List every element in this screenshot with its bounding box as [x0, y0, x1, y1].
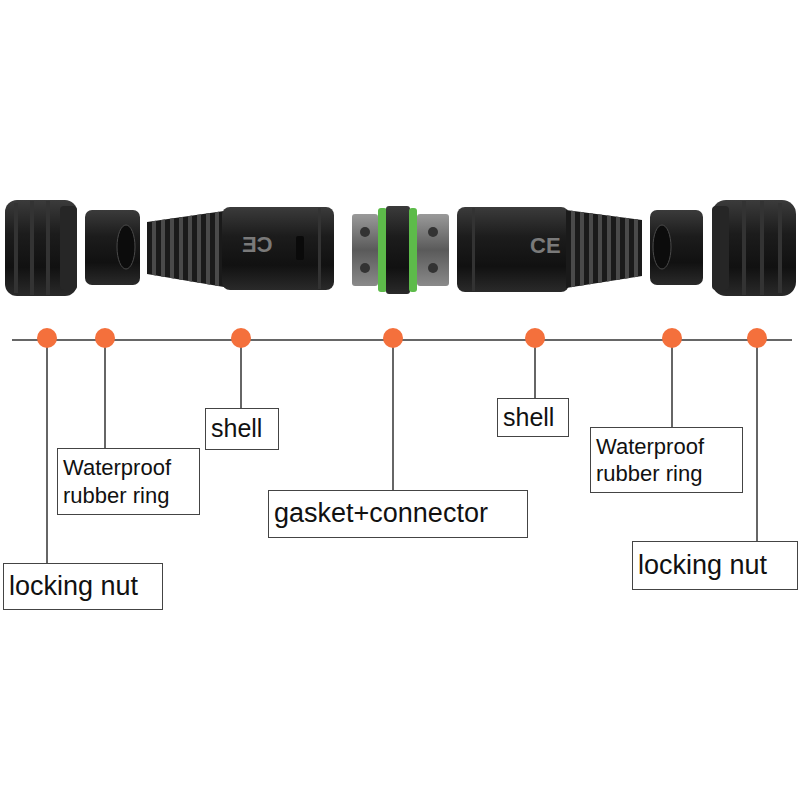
callout-dot — [383, 328, 403, 348]
leader-line — [671, 340, 673, 427]
label-box: Waterproof rubber ring — [590, 427, 743, 493]
thread-ridge — [152, 200, 156, 300]
callout-dot — [747, 328, 767, 348]
ring-hole — [117, 225, 135, 269]
nut-lip — [60, 206, 77, 290]
thread-ridge — [571, 200, 575, 300]
leader-line — [46, 340, 48, 563]
shell-thread — [566, 210, 642, 288]
thread-ridge — [634, 200, 638, 300]
leader-line — [240, 340, 242, 408]
leader-line — [534, 340, 536, 398]
thread-ridge — [188, 200, 192, 300]
nut-lip — [712, 206, 729, 290]
leader-line — [756, 340, 758, 541]
thread-ridge — [170, 200, 174, 300]
callout-dot — [231, 328, 251, 348]
shell-part — [457, 200, 642, 300]
nut-body — [712, 200, 796, 296]
terminal-block — [417, 214, 449, 286]
rubber-ring-part — [85, 210, 140, 285]
ce-mark: CE — [242, 234, 273, 256]
shell-seam — [472, 208, 475, 291]
ring-hole — [653, 225, 671, 269]
thread-ridges — [571, 200, 638, 300]
thread-ridge — [580, 200, 584, 300]
leader-line — [104, 340, 106, 448]
green-gasket — [409, 208, 417, 292]
rubber-ring-part — [650, 210, 703, 285]
gasket-connector-part — [352, 206, 449, 294]
shell-thread — [147, 211, 224, 287]
thread-ridge — [206, 200, 210, 300]
label-box: locking nut — [632, 541, 798, 590]
thread-ridge — [616, 200, 620, 300]
locking-nut-part — [5, 200, 77, 296]
part-name: locking nut — [638, 549, 767, 583]
ring-body — [650, 210, 703, 285]
label-box: Waterproof rubber ring — [57, 448, 200, 515]
thread-ridge — [625, 200, 629, 300]
nut-body — [5, 200, 77, 296]
thread-ridge — [161, 200, 165, 300]
terminal-screw — [428, 263, 438, 273]
terminal-screw — [360, 227, 370, 237]
nut-rib — [14, 203, 18, 293]
part-name: Waterproof rubber ring — [63, 454, 194, 509]
thread-ridge — [179, 200, 183, 300]
callout-dot — [95, 328, 115, 348]
nut-rib — [46, 201, 50, 295]
callout-dot — [37, 328, 57, 348]
terminal-screw — [428, 227, 438, 237]
shell-seam — [318, 208, 321, 289]
thread-ridge — [197, 200, 201, 300]
label-box: shell — [497, 398, 569, 437]
shell-body — [222, 207, 334, 290]
shell-latch — [296, 236, 304, 260]
thread-ridge — [607, 200, 611, 300]
ce-mark: CE — [530, 235, 561, 257]
terminal-block — [352, 214, 378, 286]
nut-rib — [760, 201, 764, 295]
label-box: locking nut — [3, 563, 163, 610]
locking-nut-part — [712, 200, 796, 296]
thread-ridges — [152, 200, 219, 300]
part-name: shell — [211, 413, 262, 444]
center-nut — [386, 206, 410, 294]
part-name: shell — [503, 402, 554, 433]
terminal-screw — [360, 263, 370, 273]
green-gasket — [378, 208, 387, 292]
thread-ridge — [215, 200, 219, 300]
callout-dot — [525, 328, 545, 348]
label-box: gasket+connector — [268, 490, 528, 538]
callout-dot — [662, 328, 682, 348]
part-name: gasket+connector — [274, 497, 488, 531]
thread-ridge — [589, 200, 593, 300]
ring-body — [85, 210, 140, 285]
part-name: locking nut — [9, 570, 138, 604]
shell-body — [457, 207, 569, 292]
nut-rib — [30, 201, 34, 295]
nut-rib — [778, 203, 782, 293]
thread-ridge — [598, 200, 602, 300]
shell-part — [147, 200, 334, 300]
nut-rib — [742, 201, 746, 295]
part-name: Waterproof rubber ring — [596, 433, 737, 488]
label-box: shell — [205, 408, 279, 450]
leader-line — [392, 340, 394, 490]
